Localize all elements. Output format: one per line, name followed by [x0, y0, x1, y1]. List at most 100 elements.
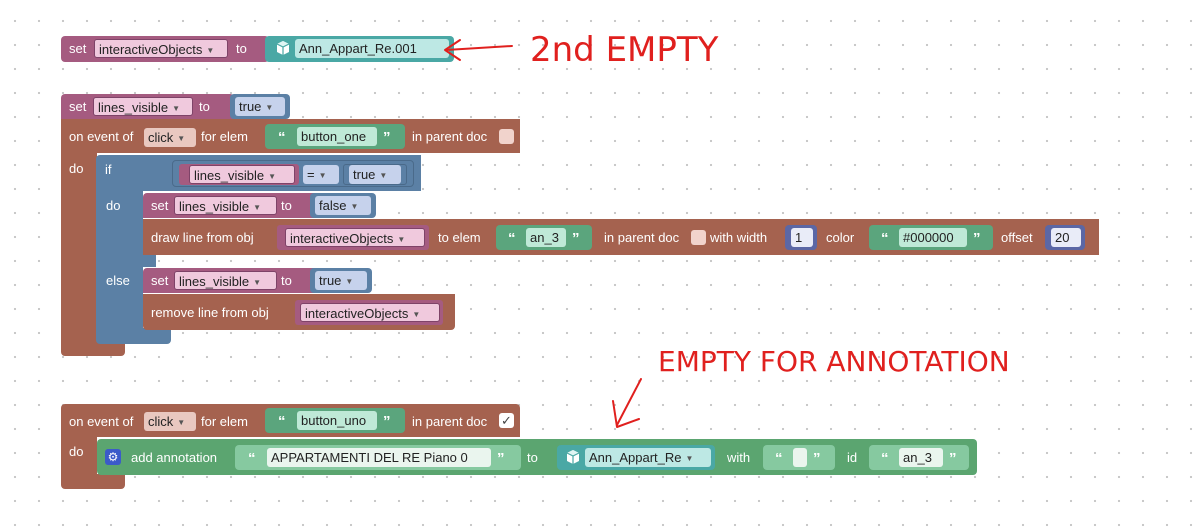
event-block-button-one[interactable]: on event of click▼ for elem “ button_one… [61, 119, 520, 153]
operator-dropdown[interactable]: =▼ [303, 165, 339, 184]
close-quote-icon: ” [813, 450, 821, 467]
if-keyword: if [105, 162, 112, 177]
dropdown-arrow-icon: ▼ [397, 235, 406, 245]
in-parent-doc-checkbox[interactable]: ✓ [499, 413, 514, 428]
draw-line-block[interactable]: draw line from obj interactiveObjects▼ t… [143, 219, 1099, 255]
variable-dropdown-lines-visible[interactable]: lines_visible▼ [174, 271, 277, 290]
width-number-field[interactable]: 1 [791, 228, 813, 247]
gear-icon[interactable]: ⚙ [105, 449, 121, 465]
text-block[interactable]: “ button_one ” [265, 124, 405, 149]
dropdown-arrow-icon: ▼ [253, 203, 262, 213]
elem-text-field[interactable]: an_3 [526, 228, 566, 247]
close-quote-icon: ” [949, 450, 957, 467]
dropdown-arrow-icon: ▼ [206, 46, 215, 56]
event-type-dropdown[interactable]: click▼ [144, 412, 196, 431]
variable-dropdown-lines-visible[interactable]: lines_visible▼ [93, 97, 193, 116]
event-block-button-uno[interactable]: on event of click▼ for elem “ button_uno… [61, 404, 520, 437]
set-interactive-objects-block[interactable]: set interactiveObjects▼ to [61, 36, 269, 62]
number-block[interactable]: 1 [785, 225, 817, 250]
if-else-bottom [96, 328, 171, 344]
dropdown-arrow-icon: ▼ [268, 172, 277, 182]
variable-get-block[interactable]: interactiveObjects▼ [277, 225, 429, 250]
do-keyword: do [106, 198, 121, 213]
text-block[interactable]: “ #000000 ” [869, 225, 993, 250]
add-annotation-label: add annotation [131, 450, 218, 465]
open-quote-icon: “ [278, 413, 286, 430]
dropdown-arrow-icon: ▼ [379, 171, 388, 181]
boolean-true-block[interactable]: true▼ [230, 94, 290, 119]
in-parent-doc-checkbox[interactable] [691, 230, 706, 245]
color-label: color [826, 230, 855, 245]
remove-line-block[interactable]: remove line from obj interactiveObjects▼ [143, 294, 455, 330]
draw-line-label: draw line from obj [151, 230, 254, 245]
set-keyword: set [69, 41, 87, 56]
do-keyword: do [69, 444, 84, 459]
close-quote-icon: ” [497, 450, 505, 467]
variable-dropdown-interactive-objects[interactable]: interactiveObjects▼ [94, 39, 228, 58]
id-keyword: id [847, 450, 858, 465]
text-block-empty[interactable]: “ ” [763, 445, 835, 470]
boolean-true-block[interactable]: true▼ [310, 268, 372, 293]
dropdown-arrow-icon: ▼ [172, 104, 181, 114]
with-text-field[interactable] [793, 448, 807, 467]
close-quote-icon: ” [973, 230, 981, 247]
obj-variable-dropdown[interactable]: interactiveObjects▼ [300, 303, 440, 322]
event-block-do-column [61, 437, 97, 479]
for-elem-label: for elem [201, 129, 248, 144]
set-keyword: set [151, 273, 169, 288]
set-keyword: set [151, 198, 169, 213]
boolean-dropdown[interactable]: true▼ [349, 165, 401, 184]
variable-dropdown-lines-visible[interactable]: lines_visible▼ [174, 196, 277, 215]
set-lines-visible-block[interactable]: set lines_visible▼ to [61, 94, 234, 119]
condition-variable-dropdown[interactable]: lines_visible▼ [189, 165, 295, 184]
boolean-dropdown[interactable]: true▼ [235, 97, 285, 116]
close-quote-icon: ” [572, 230, 580, 247]
event-type-dropdown[interactable]: click▼ [144, 128, 196, 147]
to-keyword: to [236, 41, 247, 56]
if-else-block[interactable]: if lines_visible▼ =▼ true▼ [96, 155, 421, 191]
on-event-of-label: on event of [69, 414, 134, 429]
dropdown-arrow-icon: ▼ [412, 310, 421, 320]
set-lines-visible-false-block[interactable]: set lines_visible▼ to [143, 193, 318, 218]
variable-get-block[interactable]: interactiveObjects▼ [295, 300, 443, 325]
object-value-block[interactable]: Ann_Appart_Re.001 [265, 36, 454, 62]
for-elem-label: for elem [201, 414, 248, 429]
to-keyword: to [281, 273, 292, 288]
offset-number-field[interactable]: 20 [1051, 228, 1081, 247]
elem-text-field[interactable]: button_one [297, 127, 377, 146]
offset-label: offset [1001, 230, 1033, 245]
handwritten-arrow-left [444, 39, 513, 61]
annotation-empty-for-annotation: EMPTY FOR ANNOTATION [658, 345, 1010, 378]
annotation-text-field[interactable]: APPARTAMENTI DEL RE Piano 0 [267, 448, 491, 467]
variable-get-block[interactable]: lines_visible▼ [179, 164, 299, 185]
in-parent-doc-checkbox[interactable] [499, 129, 514, 144]
text-block[interactable]: “ APPARTAMENTI DEL RE Piano 0 ” [235, 445, 521, 470]
to-keyword: to [527, 450, 538, 465]
open-quote-icon: “ [248, 450, 256, 467]
object-dropdown[interactable]: Ann_Appart_Re▼ [585, 448, 711, 467]
compare-block[interactable]: lines_visible▼ =▼ true▼ [172, 160, 414, 187]
set-lines-visible-true-block[interactable]: set lines_visible▼ to [143, 268, 318, 293]
boolean-dropdown[interactable]: true▼ [315, 271, 367, 290]
dropdown-arrow-icon: ▼ [685, 454, 694, 464]
elem-text-field[interactable]: button_uno [297, 411, 377, 430]
boolean-dropdown[interactable]: false▼ [315, 196, 371, 215]
to-elem-label: to elem [438, 230, 481, 245]
boolean-false-block[interactable]: false▼ [310, 193, 376, 218]
dropdown-arrow-icon: ▼ [318, 171, 327, 181]
text-block[interactable]: “ an_3 ” [496, 225, 592, 250]
obj-variable-dropdown[interactable]: interactiveObjects▼ [285, 228, 425, 247]
object-name-field[interactable]: Ann_Appart_Re.001 [295, 39, 449, 58]
event-block-bottom [61, 474, 125, 489]
id-text-field[interactable]: an_3 [899, 448, 943, 467]
boolean-compare-block[interactable]: true▼ [343, 164, 407, 185]
add-annotation-block[interactable]: ⚙ add annotation “ APPARTAMENTI DEL RE P… [97, 439, 977, 475]
open-quote-icon: “ [881, 450, 889, 467]
dropdown-arrow-icon: ▼ [350, 202, 359, 212]
open-quote-icon: “ [508, 230, 516, 247]
object-value-block[interactable]: Ann_Appart_Re▼ [557, 445, 715, 470]
number-block[interactable]: 20 [1045, 225, 1085, 250]
text-block[interactable]: “ button_uno ” [265, 408, 405, 433]
color-text-field[interactable]: #000000 [899, 228, 967, 247]
text-block[interactable]: “ an_3 ” [869, 445, 969, 470]
